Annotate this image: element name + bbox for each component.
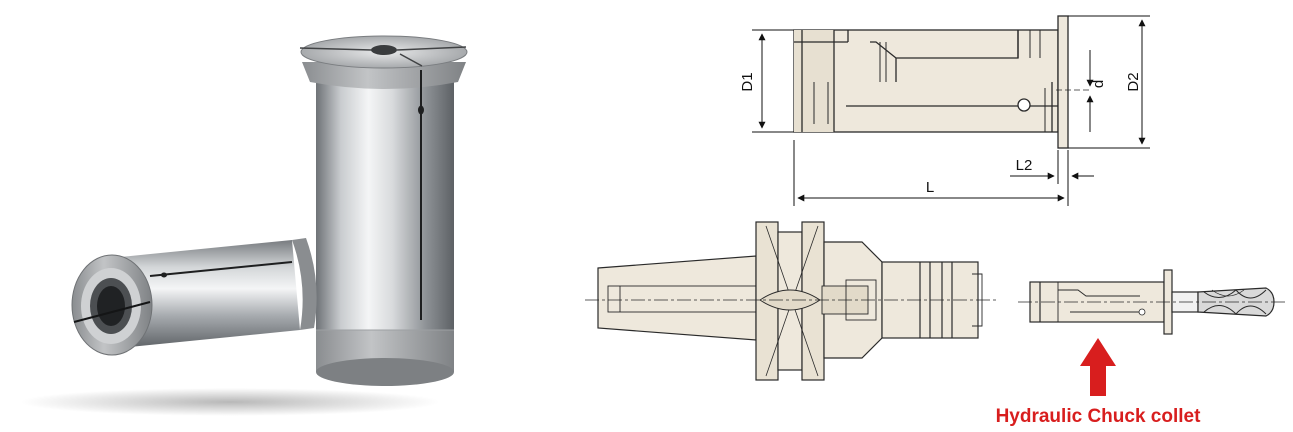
- dim-d1-label: D1: [739, 72, 756, 91]
- dimension-lines: [752, 15, 1150, 206]
- caption: Hydraulic Chuck collet: [996, 406, 1202, 427]
- dim-d-label: d: [1090, 80, 1107, 88]
- collet-drawing: [793, 15, 1090, 149]
- dim-d2-label: D2: [1125, 72, 1142, 91]
- dim-l2-label: L2: [1016, 157, 1033, 174]
- tool-holder-drawing: [597, 221, 983, 381]
- collet-photo: [20, 35, 468, 416]
- large-collet: [299, 35, 468, 386]
- floor-shadow: [20, 388, 440, 416]
- dim-l-label: L: [926, 179, 934, 196]
- small-collet: [71, 238, 317, 356]
- arrow-up-icon: [1080, 338, 1116, 396]
